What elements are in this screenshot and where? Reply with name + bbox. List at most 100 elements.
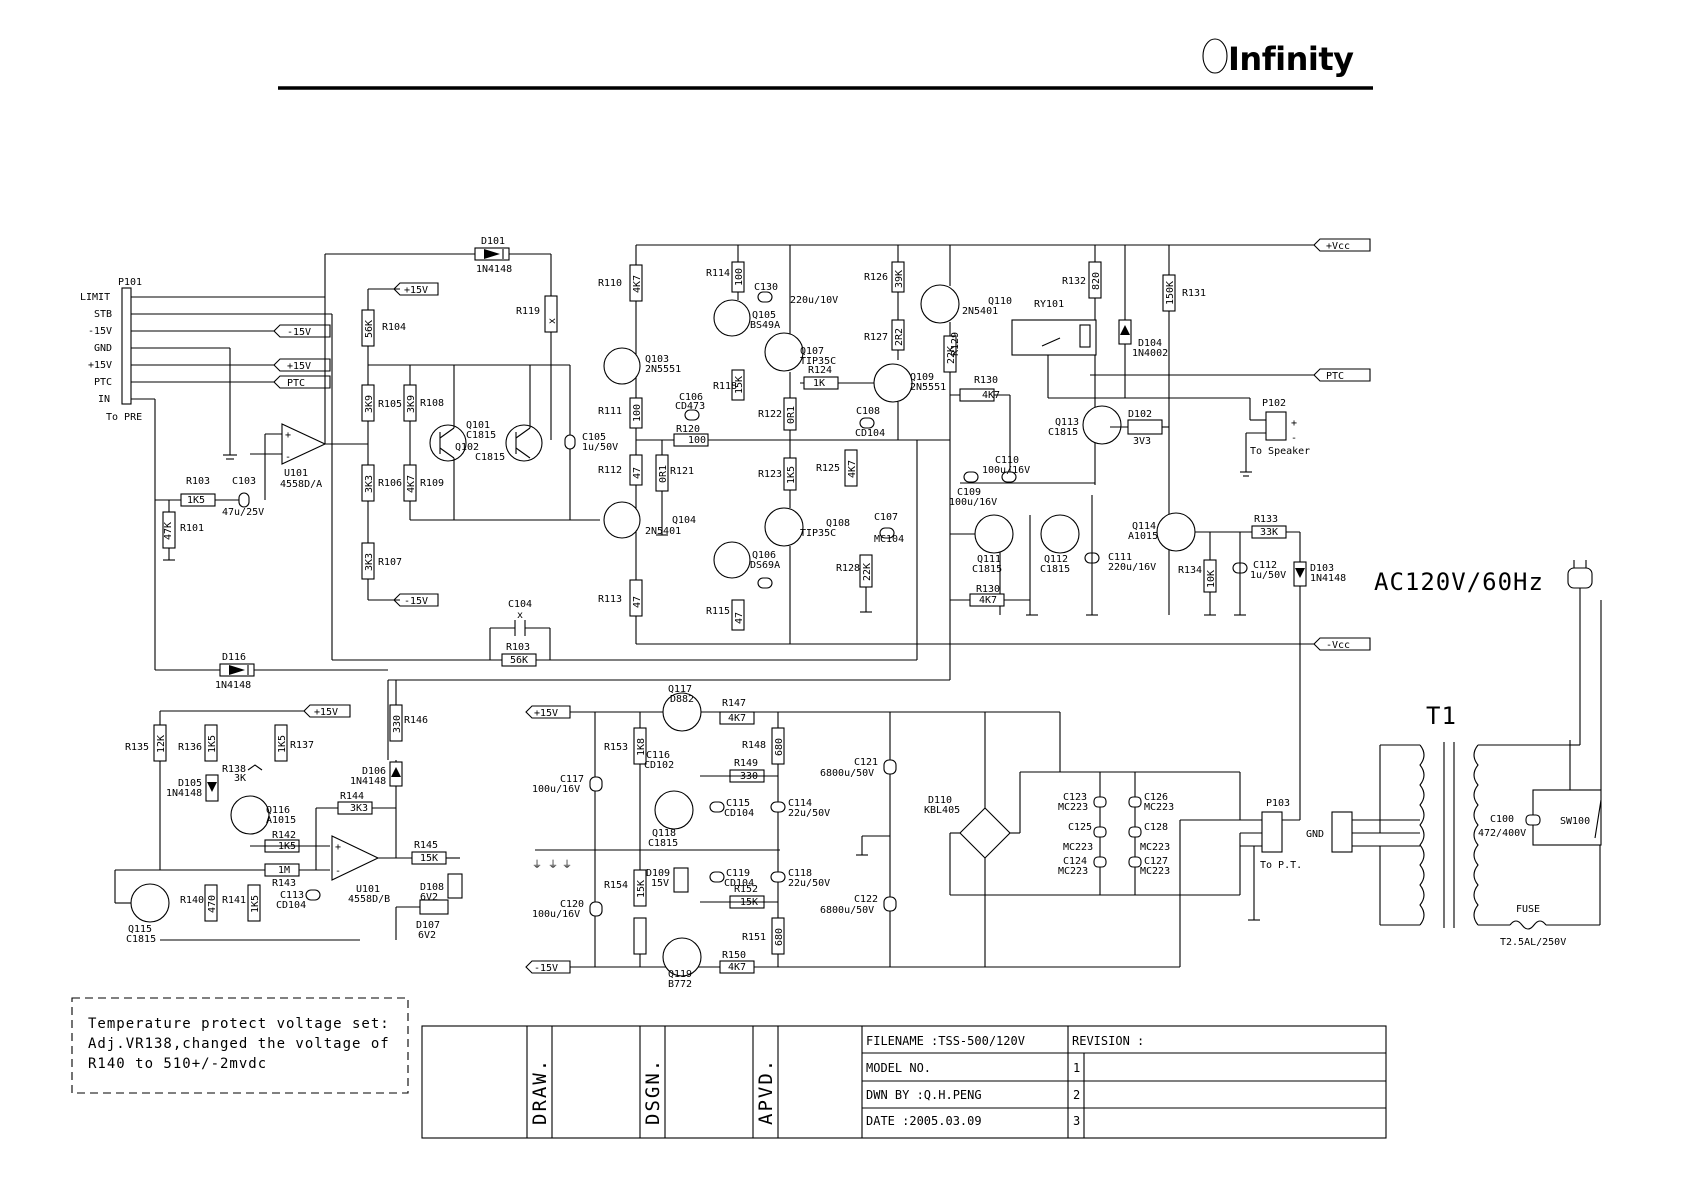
r133-ref: R133 xyxy=(1254,514,1278,525)
output-stage: 4K7 R110 100 R111 47 R112 47 R113 C105 1… xyxy=(387,245,1012,760)
p101-flag-p15: +15V xyxy=(287,361,311,372)
c100-ref: C100 xyxy=(1490,814,1514,825)
c118-value: 22u/50V xyxy=(788,878,830,889)
flag-p15-temp: +15V xyxy=(314,707,338,718)
r117-value: 15K xyxy=(734,376,745,394)
q112-part: C1815 xyxy=(1040,564,1070,575)
note-line-3: R140 to 510+/-2mvdc xyxy=(88,1056,267,1072)
r143-value: 3K3 xyxy=(350,803,368,814)
d105-part: 1N4148 xyxy=(166,788,202,799)
c122-value: 6800u/50V xyxy=(820,905,874,916)
r123-value: 1K xyxy=(813,378,825,389)
c106-value: CD473 xyxy=(675,401,705,412)
c116-value: CD102 xyxy=(644,760,674,771)
transistor-q101: Q101 C1815 xyxy=(429,420,496,462)
r103-ref: R103 xyxy=(186,476,210,487)
p102-minus: - xyxy=(1291,433,1297,444)
q106-ref: Q106 xyxy=(752,550,776,561)
r127-value: 22K xyxy=(862,563,873,581)
r144-ref: R145 xyxy=(414,840,438,851)
q115-ref: Q115 xyxy=(128,924,152,935)
q114-part: A1015 xyxy=(1128,531,1158,542)
d109-part: 15V xyxy=(651,878,669,889)
flag-p15-top: +15V xyxy=(404,285,428,296)
r129-ref: R130 xyxy=(974,375,998,386)
d103-ref: D103 xyxy=(1310,563,1334,574)
q101-ref: Q101 xyxy=(466,420,490,431)
r112-value: 100 xyxy=(632,404,643,422)
svg-text:+: + xyxy=(285,430,291,441)
c129-ref: C130 xyxy=(754,282,778,293)
ptc-label: PTC xyxy=(1326,371,1344,382)
r109-value: 3K9 xyxy=(406,395,417,413)
p101-pin-in: IN xyxy=(98,394,110,405)
r145-ref: R146 xyxy=(404,715,428,726)
r122-value: 1K5 xyxy=(786,466,797,484)
u101a-ref: U101 xyxy=(284,468,308,479)
r125-ref: R126 xyxy=(864,272,888,283)
c120-value: 100u/16V xyxy=(532,909,580,920)
q107-part: TIP35C xyxy=(800,356,836,367)
r142-ref: R143 xyxy=(272,878,296,889)
svg-text:-: - xyxy=(335,866,341,877)
d103-part: 1N4148 xyxy=(1310,573,1346,584)
c112-ref: C112 xyxy=(1253,560,1277,571)
c108-ref: C108 xyxy=(856,406,880,417)
r128-ref: R129 xyxy=(950,332,961,356)
r134-value: 10K xyxy=(1206,570,1217,588)
r122-ref: R123 xyxy=(758,469,782,480)
q114-ref: Q114 xyxy=(1132,521,1156,532)
c109-ref: C109 xyxy=(957,487,981,498)
r150-value: 680 xyxy=(774,928,785,946)
r111-value: 4K7 xyxy=(632,275,643,293)
r104-ref: R103 xyxy=(506,642,530,653)
q109-part: 2N5551 xyxy=(910,382,946,393)
r118-value: x xyxy=(547,318,558,324)
c125-ref: C125 xyxy=(1068,822,1092,833)
rail-ptc: PTC xyxy=(1090,368,1371,382)
r138-ref: R138 xyxy=(222,764,246,775)
c105-ref: C105 xyxy=(582,432,606,443)
r134-ref: R134 xyxy=(1178,565,1202,576)
c112-value: 1u/50V xyxy=(1250,570,1286,581)
r110-value: 4K7 xyxy=(406,475,417,493)
d102-part: 3V3 xyxy=(1133,436,1151,447)
note-line-1: Temperature protect voltage set: xyxy=(88,1016,390,1032)
brand-logo: Infinity xyxy=(1202,38,1355,78)
c121-ref: C121 xyxy=(854,757,878,768)
r101-ref: R101 xyxy=(180,523,204,534)
q118-ref: Q118 xyxy=(652,828,676,839)
r121-ref: R122 xyxy=(758,409,782,420)
c128-value: MC223 xyxy=(1140,842,1170,853)
q108-ref: Q108 xyxy=(826,518,850,529)
c105-value: 1u/50V xyxy=(582,442,618,453)
r116-ref: R115 xyxy=(706,606,730,617)
title-filename: FILENAME :TSS-500/120V xyxy=(866,1034,1025,1048)
r140-ref: R141 xyxy=(222,895,246,906)
c123-value: MC223 xyxy=(1058,802,1088,813)
q101-part: C1815 xyxy=(466,430,496,441)
q111-part: C1815 xyxy=(972,564,1002,575)
q119-part: B772 xyxy=(668,979,692,990)
q111-ref: Q111 xyxy=(977,554,1001,565)
r132-value: 820 xyxy=(1091,272,1102,290)
r103-value: 1K5 xyxy=(187,495,205,506)
q116-part: A1015 xyxy=(266,815,296,826)
c110-ref: C110 xyxy=(995,455,1019,466)
q106-part: DS69A xyxy=(750,560,780,571)
c118-ref: C118 xyxy=(788,868,812,879)
d108-ref: D108 xyxy=(420,882,444,893)
connector-p102: P102 + - To Speaker xyxy=(1240,398,1310,477)
r107-ref: R106 xyxy=(378,478,402,489)
q109-ref: Q109 xyxy=(910,372,934,383)
q117-part: D882 xyxy=(670,694,694,705)
p102-ref: P102 xyxy=(1262,398,1286,409)
diode-d101: D101 1N4148 x R119 xyxy=(324,236,558,440)
r150-ref: R151 xyxy=(742,932,766,943)
r147-value: 680 xyxy=(774,738,785,756)
opamp-u101a: +- U101 4558D/A xyxy=(250,297,368,500)
c127-ref: C127 xyxy=(1144,856,1168,867)
t1-ref: T1 xyxy=(1426,702,1457,730)
r138-value: 3K xyxy=(234,773,246,784)
svg-text:-: - xyxy=(285,452,291,463)
